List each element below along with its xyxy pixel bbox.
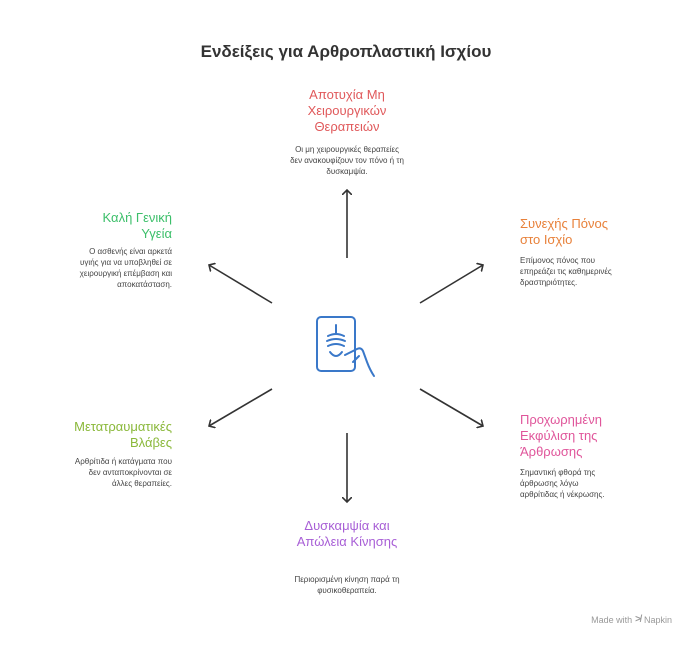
- arrow-up-right: [419, 265, 483, 304]
- arrow-up-left: [209, 265, 273, 304]
- node-bottom-right-title: Προχωρημένη Εκφύλιση της Άρθρωσης: [520, 412, 602, 459]
- node-top-left-desc: Ο ασθενής είναι αρκετά υγιής για να υποβ…: [79, 247, 172, 289]
- node-bottom-left-title: Μετατραυματικές Βλάβες: [74, 419, 172, 450]
- napkin-logo-icon: ≯: [635, 614, 641, 625]
- page-title: Ενδείξεις για Αρθροπλαστική Ισχίου: [200, 42, 492, 61]
- node-top-right-desc: Επίμονος πόνος που επηρεάζει τις καθημερ…: [520, 256, 612, 287]
- node-bottom-right-desc: Σημαντική φθορά της άρθρωσης λόγω αρθρίτ…: [520, 468, 605, 499]
- node-top-right-title: Συνεχής Πόνος στο Ισχίο: [520, 216, 608, 247]
- arrow-down-left: [209, 388, 273, 426]
- xray-hand-icon: [312, 312, 382, 382]
- node-bottom-desc: Περιορισμένη κίνηση παρά τη φυσικοθεραπε…: [294, 575, 400, 595]
- footer-watermark: Made with ≯ Napkin: [591, 614, 672, 625]
- made-with-label: Made with: [591, 614, 633, 625]
- brand-label: Napkin: [643, 614, 672, 625]
- node-bottom-left-desc: Αρθρίτιδα ή κατάγματα που δεν ανταποκρίν…: [74, 457, 172, 488]
- node-top-title: Αποτυχία Μη Χειρουργικών Θεραπειών: [307, 87, 387, 134]
- node-bottom-title: Δυσκαμψία και Απώλεια Κίνησης: [296, 518, 398, 549]
- node-top-left-title: Καλή Γενική Υγεία: [102, 210, 172, 241]
- node-top-desc: Οι μη χειρουργικές θεραπείες δεν ανακουφ…: [290, 145, 404, 176]
- arrow-down-right: [419, 388, 483, 426]
